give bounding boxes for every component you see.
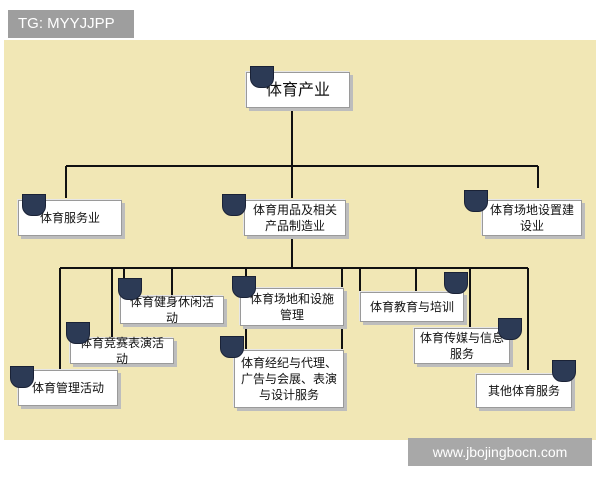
watermark: www.jbojingbocn.com [408, 438, 592, 466]
diagram-canvas: 体育产业 体育服务业 体育用品及相关产品制造业 体育场地设置建设业 体育健身休闲… [4, 40, 596, 440]
node-agency-advertising-label: 体育经纪与代理、广告与会展、表演与设计服务 [240, 356, 337, 402]
node-fitness-leisure-tab-icon [118, 278, 142, 300]
node-root-tab-icon [250, 66, 274, 88]
node-agency-advertising: 体育经纪与代理、广告与会展、表演与设计服务 [234, 350, 344, 408]
node-sports-management: 体育管理活动 [18, 370, 118, 406]
node-other-services-label: 其他体育服务 [487, 384, 560, 398]
node-agency-advertising-tab-icon [220, 336, 244, 358]
node-sports-venue-construction-tab-icon [464, 190, 488, 212]
node-education-training: 体育教育与培训 [360, 292, 464, 322]
node-sports-management-tab-icon [10, 366, 34, 388]
node-sports-goods-label: 体育用品及相关产品制造业 [252, 203, 337, 233]
node-education-training-label: 体育教育与培训 [369, 300, 454, 314]
node-competition-performance: 体育竞赛表演活动 [70, 336, 174, 366]
node-sports-venue-construction: 体育场地设置建设业 [482, 200, 582, 236]
node-venue-management: 体育场地和设施管理 [240, 288, 344, 326]
node-venue-management-tab-icon [232, 276, 256, 298]
node-media-information-label: 体育传媒与信息服务 [419, 331, 504, 361]
node-root: 体育产业 [246, 72, 350, 108]
node-fitness-leisure-label: 体育健身休闲活动 [129, 295, 214, 325]
node-sports-goods: 体育用品及相关产品制造业 [244, 200, 346, 236]
node-competition-performance-label: 体育竞赛表演活动 [79, 336, 164, 366]
node-venue-management-label: 体育场地和设施管理 [249, 292, 334, 322]
node-root-label: 体育产业 [265, 80, 330, 99]
header-tag: TG: MYYJJPP [8, 10, 134, 38]
node-media-information-tab-icon [498, 318, 522, 340]
node-fitness-leisure: 体育健身休闲活动 [120, 295, 224, 325]
node-sports-service-label: 体育服务业 [39, 211, 100, 225]
node-media-information: 体育传媒与信息服务 [414, 328, 510, 364]
node-sports-goods-tab-icon [222, 194, 246, 216]
node-sports-venue-construction-label: 体育场地设置建设业 [489, 203, 574, 233]
node-education-training-tab-icon [444, 272, 468, 294]
node-other-services-tab-icon [552, 360, 576, 382]
node-sports-management-label: 体育管理活动 [31, 381, 104, 395]
node-sports-service-tab-icon [22, 194, 46, 216]
node-competition-performance-tab-icon [66, 322, 90, 344]
